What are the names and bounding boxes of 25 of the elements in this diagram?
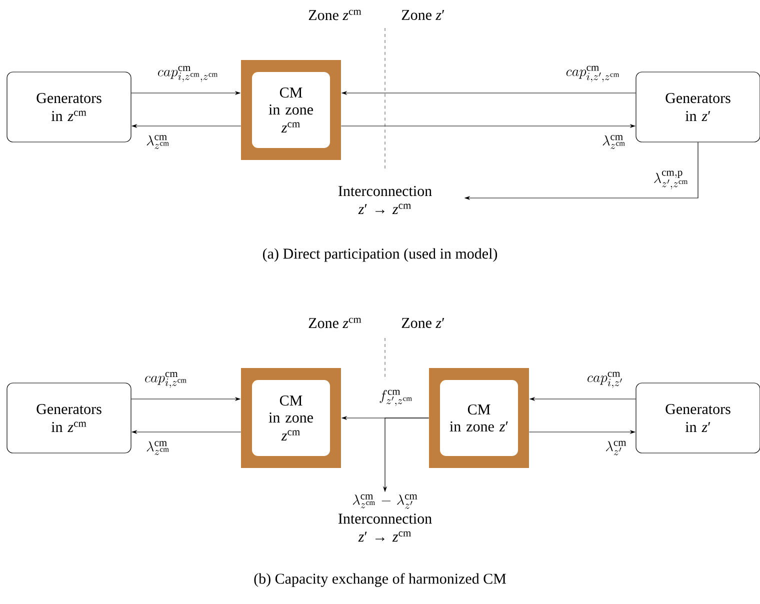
zone-label: Zone z′ bbox=[402, 10, 444, 20]
zone-label: Zone z$^{cm}$ bbox=[308, 318, 362, 328]
interconnection-label: $\lambda^{\mathrm{cm}}_{z^{\mathrm{cm}}} - \lambda^{\mathrm{cm}}_{z'}$ Interconnection z′ → z$^{cm}$ bbox=[338, 494, 432, 542]
edge-label: $\lambda^{\mathrm{cm}}_{z'}$ bbox=[604, 440, 628, 456]
edge-label: $cap^{\mathrm{cm}}_{i,z'}$ bbox=[586, 370, 624, 390]
subfigure-caption: (a) Direct participation (used in model) bbox=[263, 248, 498, 262]
generator-box: Generators in z$^{cm}$ bbox=[6, 72, 132, 142]
interconnection-label: Interconnection z′ → z$^{cm}$ bbox=[338, 186, 432, 214]
edge-label: $f^{\mathrm{cm}}_{z',z^{\mathrm{cm}}}$ bbox=[378, 388, 414, 408]
subfigure-caption: (b) Capacity exchange of harmonized CM bbox=[254, 573, 506, 587]
edge-label: $\lambda^{\mathrm{cm}}_{z^{\mathrm{cm}}}$ bbox=[145, 134, 171, 150]
generator-box: Generators in z′ bbox=[636, 382, 760, 454]
generator-box: Generators in z$^{cm}$ bbox=[6, 382, 132, 454]
market-box: CM in zone z$^{cm}$ bbox=[241, 368, 341, 468]
edge-label: $cap^{\mathrm{cm}}_{i,z',z^{\mathrm{cm}}}$ bbox=[564, 64, 622, 84]
generator-box: Generators in z′ bbox=[636, 72, 760, 142]
market-box: CM in zone z$^{cm}$ bbox=[241, 60, 341, 160]
market-box: CM in zone z′ bbox=[429, 368, 529, 468]
edge-label: $cap^{\mathrm{cm}}_{i,z^{\mathrm{cm}},z^{\mathrm{cm}}}$ bbox=[156, 65, 220, 83]
edge-label: $\lambda^{\mathrm{cm}}_{z^{\mathrm{cm}}}$ bbox=[145, 440, 171, 456]
edge-label: $cap^{\mathrm{cm}}_{i,z^{\mathrm{cm}}}$ bbox=[144, 371, 188, 389]
edge-label: $\lambda^{\mathrm{cm}}_{z^{\mathrm{cm}}}$ bbox=[601, 134, 627, 150]
zone-label: Zone z$^{cm}$ bbox=[308, 10, 362, 20]
zone-label: Zone z′ bbox=[402, 318, 444, 328]
edge-label: $\lambda^{\mathrm{cm,p}}_{z',z^{\mathrm{cm}}}$ bbox=[652, 170, 690, 190]
